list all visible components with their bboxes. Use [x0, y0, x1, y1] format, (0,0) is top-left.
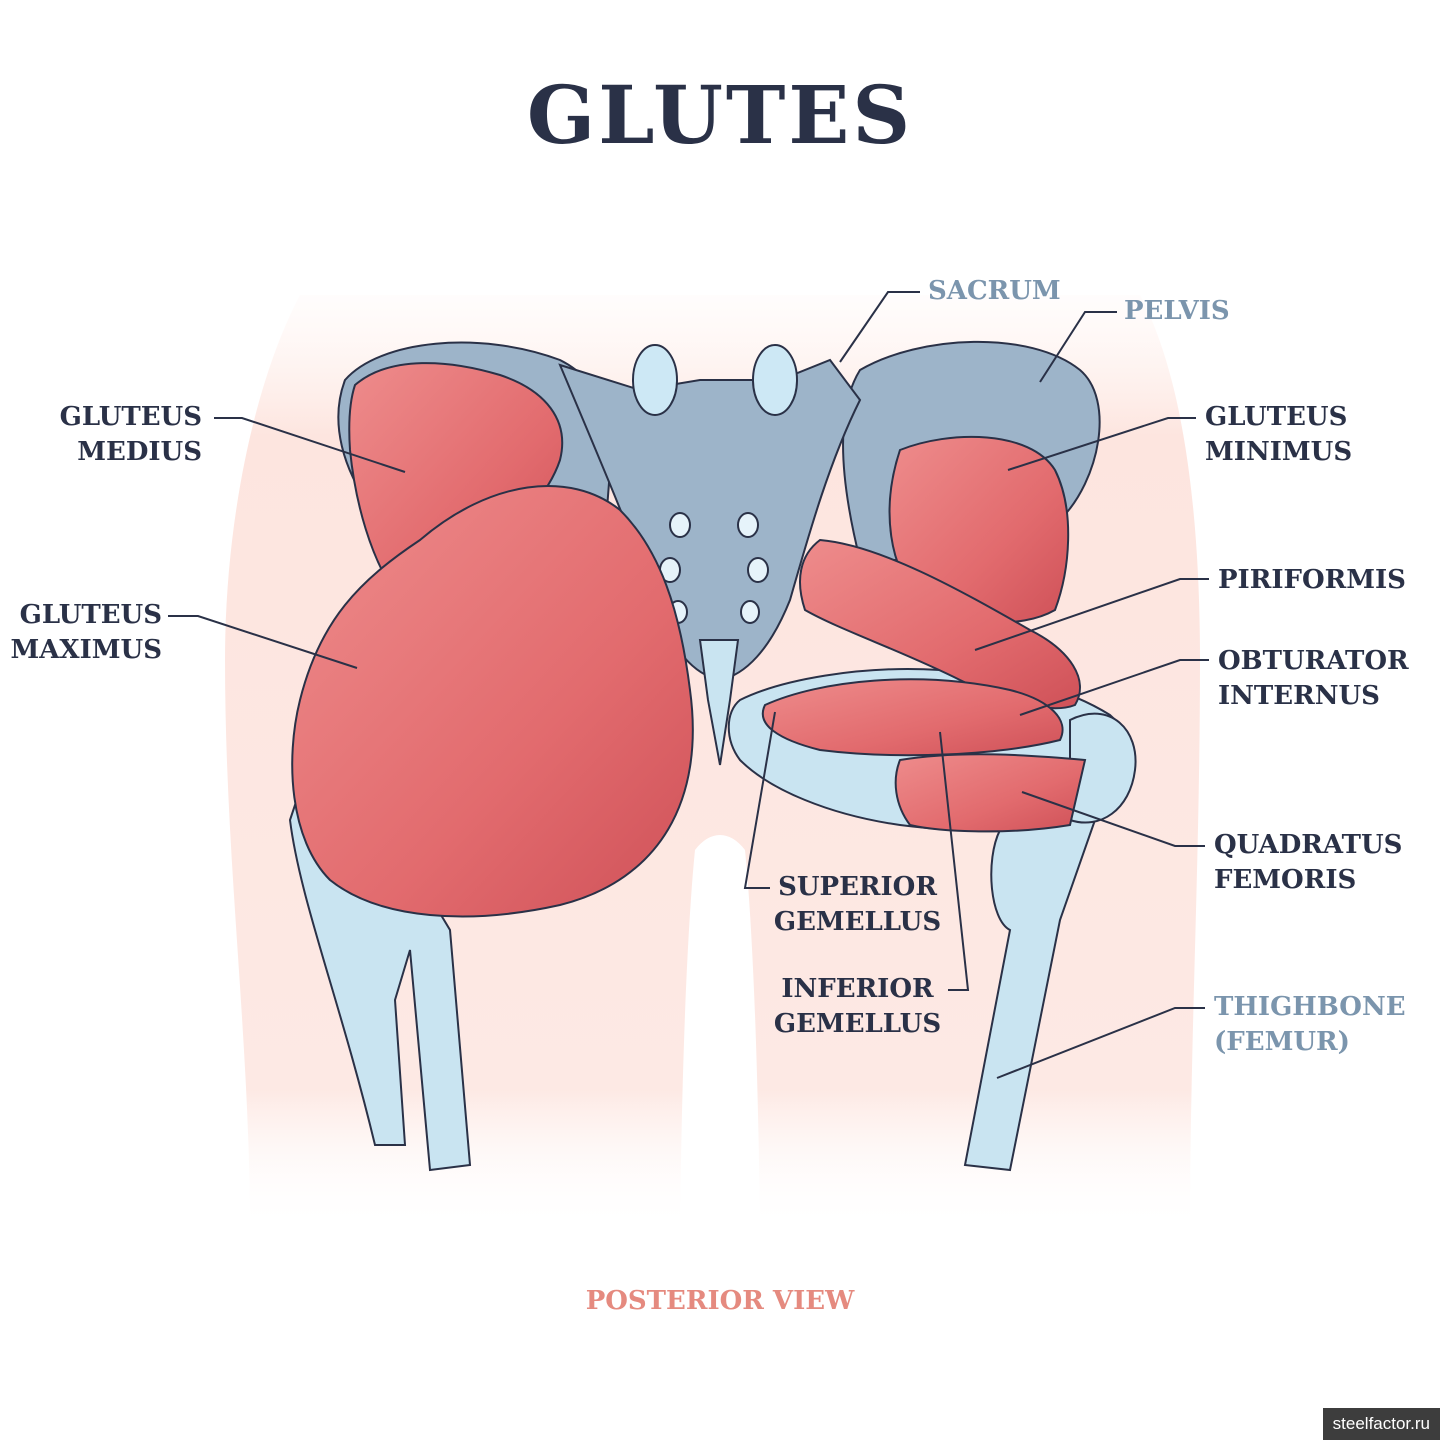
label-thighbone: THIGHBONE (FEMUR) — [1214, 992, 1406, 1057]
gluteus-maximus-muscle — [291, 485, 694, 918]
label-gluteus-medius: GLUTEUS MEDIUS — [59, 402, 202, 467]
label-sacrum: SACRUM — [928, 276, 1061, 306]
label-quadratus-femoris: QUADRATUS FEMORIS — [1214, 830, 1403, 895]
label-pelvis: PELVIS — [1124, 296, 1230, 326]
leader-lines — [168, 291, 1209, 1079]
label-inferior-gemellus: INFERIOR GEMELLUS — [773, 974, 942, 1039]
label-piriformis: PIRIFORMIS — [1218, 565, 1406, 595]
sacrum-bone — [558, 344, 862, 766]
label-gluteus-minimus: GLUTEUS MINIMUS — [1205, 402, 1353, 467]
obturator-internus-muscle — [762, 678, 1064, 757]
quadratus-femoris-muscle — [894, 753, 1087, 833]
label-obturator-internus: OBTURATOR INTERNUS — [1218, 646, 1409, 711]
label-gluteus-maximus: GLUTEUS MAXIMUS — [10, 600, 162, 665]
view-caption: POSTERIOR VIEW — [585, 1286, 855, 1316]
page-title: GLUTES — [526, 68, 914, 162]
watermark: steelfactor.ru — [1322, 1408, 1440, 1440]
label-superior-gemellus: SUPERIOR GEMELLUS — [773, 872, 942, 937]
